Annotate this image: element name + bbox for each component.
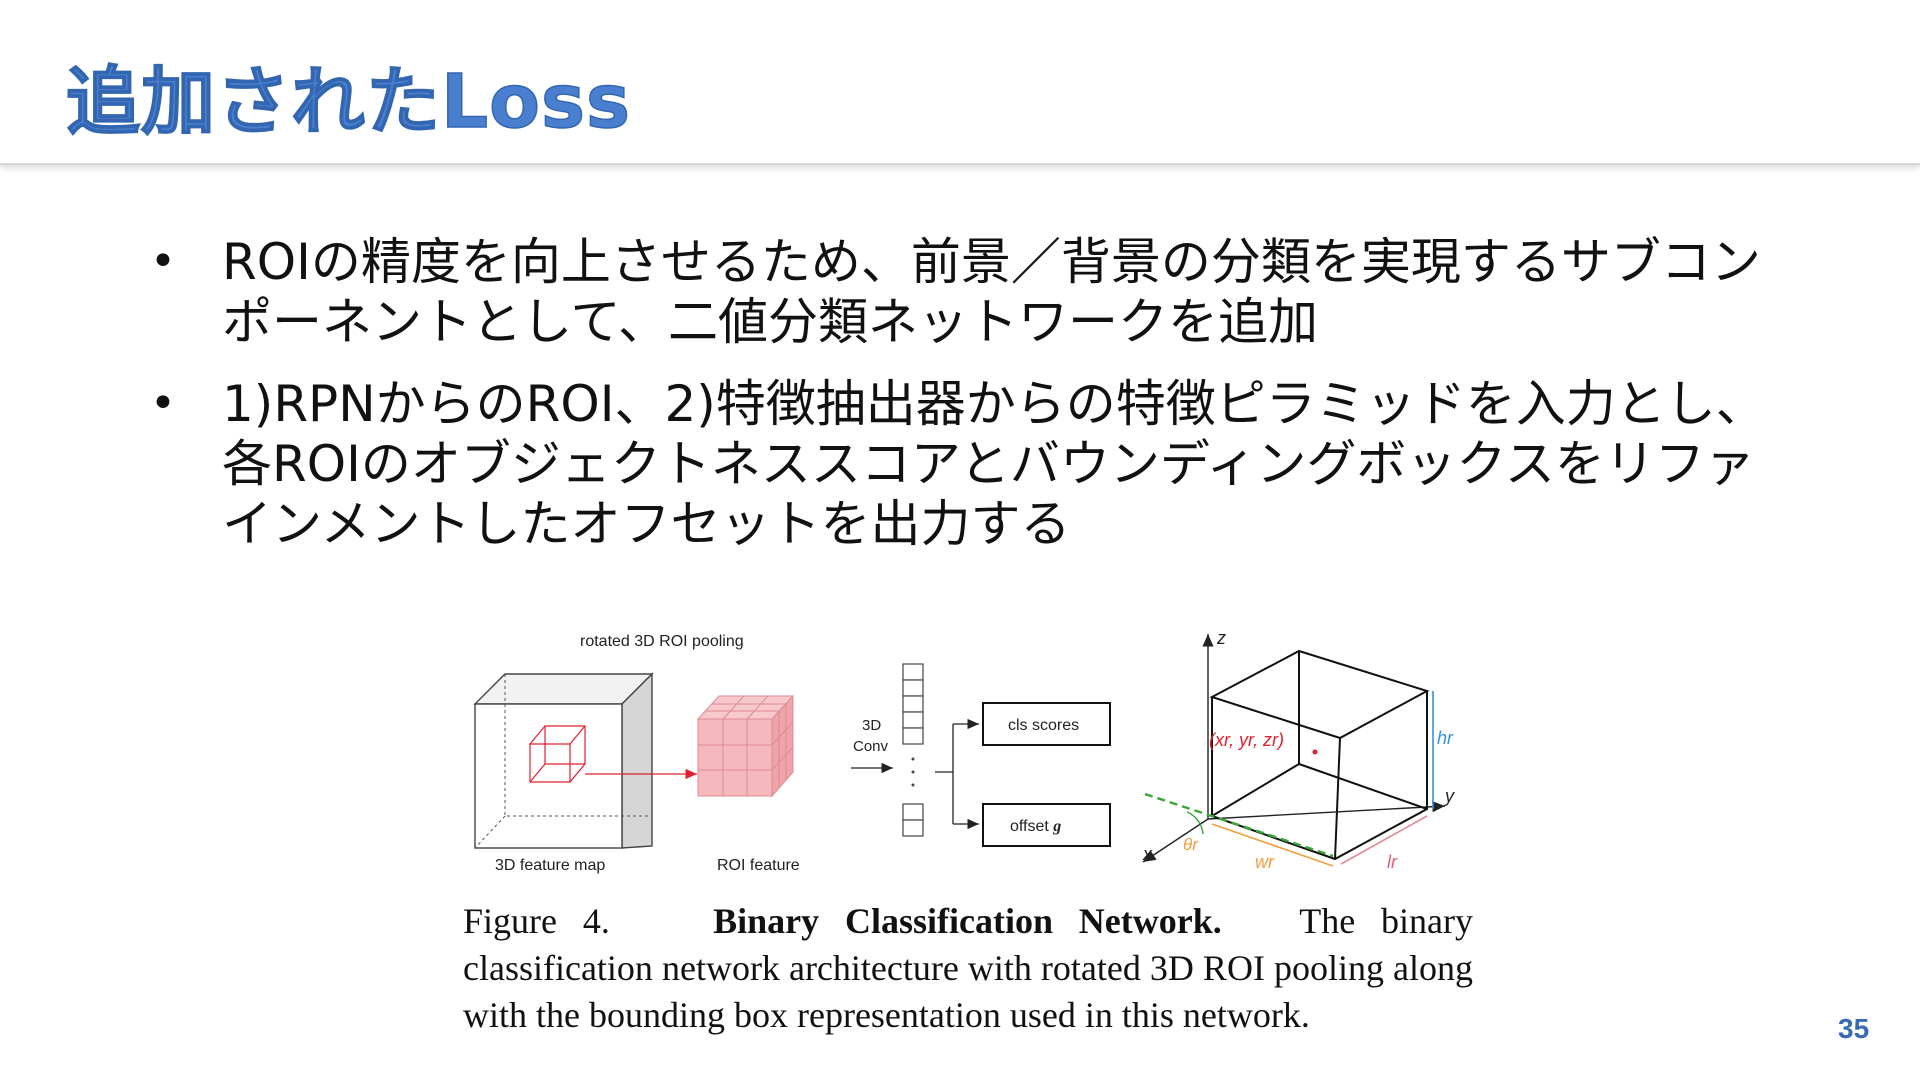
bullet-text: ROIの精度を向上させるため、前景／背景の分類を実現するサブコンポーネントとして… xyxy=(222,233,1761,351)
branch-connector xyxy=(935,718,979,830)
roi-feature-label: ROI feature xyxy=(717,857,800,874)
theta-label: θr xyxy=(1183,835,1199,854)
cls-scores-box xyxy=(982,702,1111,746)
figure-caption: Figure 4. Binary Classification Network.… xyxy=(463,898,1473,1039)
pooling-label: rotated 3D ROI pooling xyxy=(580,633,744,650)
feature-map-label: 3D feature map xyxy=(495,857,605,874)
bullet-dot-icon: • xyxy=(150,378,176,429)
axis-z-label: z xyxy=(1216,628,1226,648)
bullet-item: • 1)RPNからのROI、2)特徴抽出器からの特徴ピラミッドを入力とし、各RO… xyxy=(150,374,1790,554)
offset-label: offset g xyxy=(1010,818,1061,835)
bullet-item: • ROIの精度を向上させるため、前景／背景の分類を実現するサブコンポーネントと… xyxy=(150,232,1790,352)
cls-scores-label: cls scores xyxy=(1008,717,1079,734)
bullet-list: • ROIの精度を向上させるため、前景／背景の分類を実現するサブコンポーネントと… xyxy=(150,232,1790,576)
caption-text: The binary classification network archit… xyxy=(463,901,1474,1035)
slide-title: 追加されたLoss xyxy=(65,58,632,146)
bullet-text: 1)RPNからのROI、2)特徴抽出器からの特徴ピラミッドを入力とし、各ROIの… xyxy=(222,375,1766,553)
title-bar: 追加されたLoss xyxy=(0,0,1920,165)
length-indicator xyxy=(1340,815,1428,865)
offset-box xyxy=(982,803,1111,847)
conv-label: 3D xyxy=(862,717,881,734)
feature-map-cube xyxy=(473,672,654,849)
caption-bold-title: Binary Classification Network. xyxy=(713,901,1222,941)
axis-y-label: y xyxy=(1443,786,1455,806)
w-label: wr xyxy=(1255,852,1275,872)
heading-line xyxy=(1144,792,1334,858)
width-indicator xyxy=(1211,823,1334,867)
bullet-dot-icon: • xyxy=(150,236,176,287)
conv-label: Conv xyxy=(853,738,889,755)
center-point xyxy=(1312,749,1318,755)
feature-vector xyxy=(902,663,924,837)
theta-arc xyxy=(1186,811,1204,835)
roi-feature-cube xyxy=(696,694,795,798)
ellipsis-dots xyxy=(911,757,915,787)
center-label: (xr, yr, zr) xyxy=(1209,730,1284,750)
bounding-box xyxy=(1209,649,1430,861)
l-label: lr xyxy=(1387,852,1398,872)
page-number: 35 xyxy=(1838,1013,1870,1044)
axis-x-label: x xyxy=(1142,844,1153,864)
axes xyxy=(1142,634,1446,863)
caption-figure-label: Figure 4. xyxy=(463,901,610,941)
h-label: hr xyxy=(1437,728,1454,748)
network-figure: rotated 3D ROI pooling 3D feature map xyxy=(473,628,1455,874)
roi-wireframe xyxy=(529,725,586,783)
